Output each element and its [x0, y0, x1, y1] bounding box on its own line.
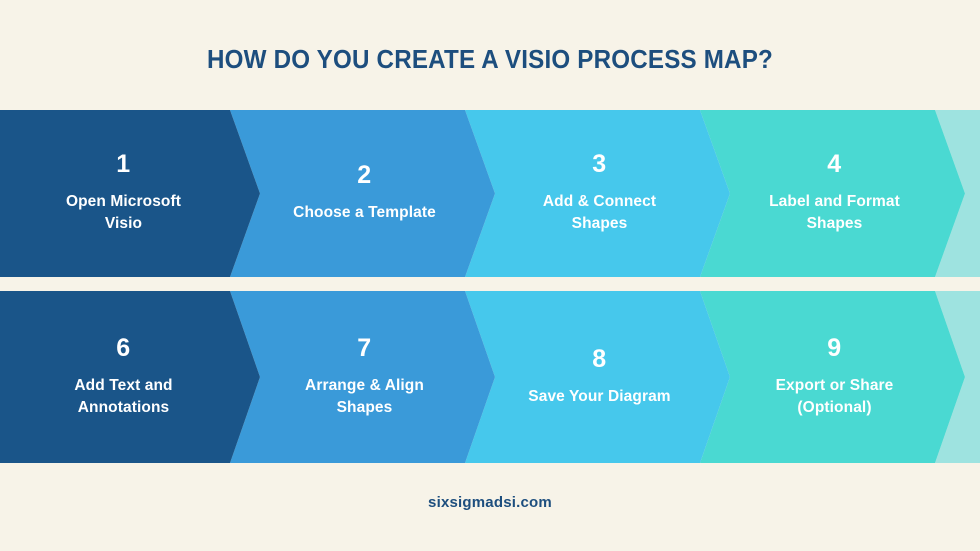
step-number: 7: [357, 333, 372, 362]
step-label-line: (Optional): [797, 398, 872, 416]
page-title: HOW DO YOU CREATE A VISIO PROCESS MAP?: [207, 44, 773, 74]
step-label-line: Export or Share: [775, 376, 894, 394]
step-label-line: Choose a Template: [293, 204, 436, 221]
step-number: 1: [116, 150, 131, 178]
step-label-line: Annotations: [77, 398, 170, 416]
footer-website: sixsigmadsi.com: [428, 494, 552, 511]
step-label-line: Open Microsoft: [65, 193, 182, 210]
step-number: 3: [592, 150, 607, 178]
step-label-line: Add & Connect: [542, 193, 657, 210]
step-label-line: Save Your Diagram: [528, 387, 671, 405]
step-number: 4: [827, 150, 842, 178]
step-label-line: Shapes: [336, 398, 393, 416]
step-number: 9: [827, 333, 842, 362]
step-label: Save Your Diagram: [528, 386, 670, 408]
step-label-line: Arrange & Align: [305, 376, 424, 394]
step-label-line: Shapes: [806, 215, 863, 232]
step-label-line: Shapes: [571, 215, 628, 232]
step-label: Choose a Template: [293, 202, 436, 224]
step-number: 6: [116, 333, 131, 362]
step-label-line: Label and Format: [769, 193, 900, 210]
step-number: 8: [592, 344, 607, 373]
step-number: 2: [357, 161, 372, 189]
step-label: Export or Share (Optional): [776, 375, 894, 419]
step-label-line: Visio: [104, 215, 143, 232]
step-label-line: Add Text and: [74, 376, 173, 394]
